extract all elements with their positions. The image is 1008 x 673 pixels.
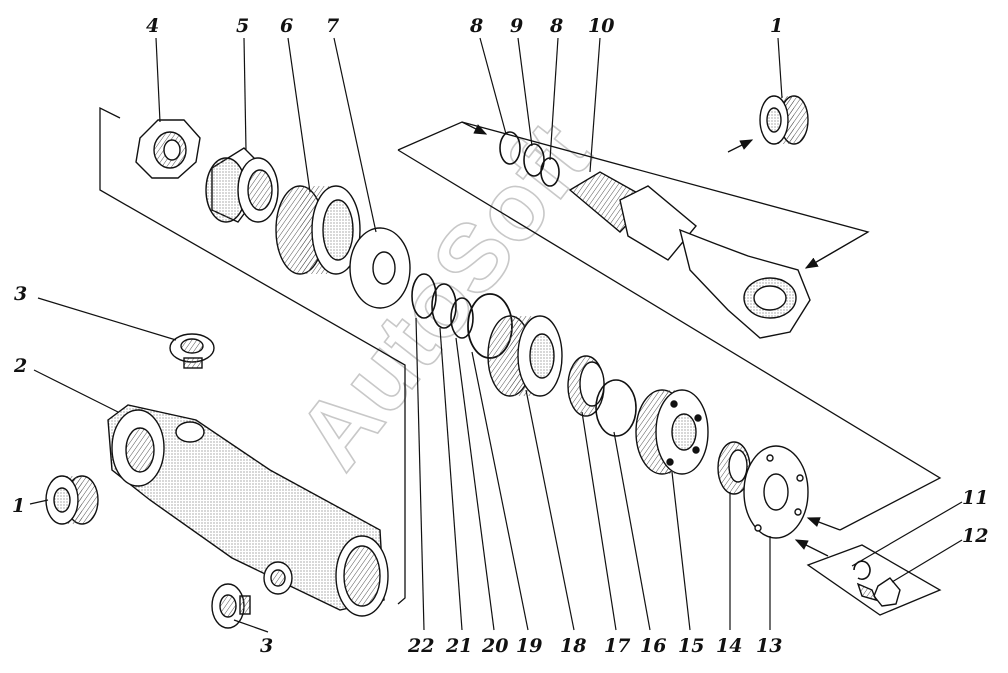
callout-6: 6	[280, 15, 293, 37]
callout-10: 10	[588, 15, 614, 37]
ring-9	[523, 143, 545, 177]
watermark: AutoSoft	[276, 102, 611, 489]
callout-13: 13	[756, 635, 782, 657]
ring-20	[450, 297, 474, 339]
part-5-bushing	[205, 147, 279, 223]
callout-2: 2	[13, 355, 27, 377]
part-11-lock-washer	[853, 560, 871, 580]
part-10-piston-rod	[568, 171, 811, 339]
callout-21: 21	[445, 635, 472, 657]
part-18-piston	[487, 315, 563, 397]
callout-3-upper: 3	[14, 283, 27, 305]
rings-22-21-20	[411, 273, 474, 339]
part-13-flange	[743, 445, 809, 539]
callout-9: 9	[510, 15, 523, 37]
part-14-wiper-seal	[717, 441, 751, 495]
part-6-threaded-sleeve	[275, 185, 361, 275]
callout-12: 12	[962, 525, 988, 547]
part-12-bolt	[856, 577, 901, 607]
callout-18: 18	[560, 635, 586, 657]
callout-22: 22	[407, 635, 434, 657]
callout-1-lower: 1	[12, 495, 25, 517]
arrow-to-flange-13	[806, 517, 841, 531]
callout-19: 19	[516, 635, 542, 657]
part-3-plug-lower	[211, 583, 251, 629]
callout-14: 14	[716, 635, 742, 657]
callout-5: 5	[236, 15, 249, 37]
callout-8-right: 8	[549, 15, 563, 37]
callout-7: 7	[326, 15, 339, 37]
part-1-bushing-lower	[45, 475, 99, 525]
callout-15: 15	[678, 635, 704, 657]
callout-4: 4	[146, 15, 159, 37]
callout-labels: 4 5 6 7 8 9 8 10 1 3 2 1 3 22 21 20 19 1…	[12, 15, 988, 657]
arrows	[461, 121, 869, 557]
callout-3-lower: 3	[260, 635, 273, 657]
part-1-bushing-top	[759, 95, 809, 145]
part-4-hex-nut	[135, 119, 201, 179]
callout-1-top: 1	[770, 15, 783, 37]
callout-16: 16	[640, 635, 666, 657]
arrow-to-rod-eye	[804, 231, 869, 269]
part-3-plug-upper	[169, 333, 215, 369]
ring-21	[431, 283, 457, 329]
ring-22	[411, 273, 437, 319]
part-15-cover-nut	[635, 389, 709, 475]
part-17-lip-seal	[567, 355, 605, 417]
callout-8-left: 8	[469, 15, 483, 37]
leader-lines	[29, 37, 963, 633]
callout-17: 17	[604, 635, 630, 657]
watermark-text: AutoSoft	[277, 103, 611, 488]
callout-11: 11	[962, 487, 988, 509]
arrow-to-seal-8	[461, 121, 488, 135]
part-2-cylinder-body	[107, 404, 389, 617]
arrow-to-bushing-1	[727, 139, 754, 153]
part-7-washer	[349, 227, 411, 309]
part-16-o-ring	[595, 379, 637, 437]
arrow-to-bolt-group	[794, 539, 829, 557]
callout-20: 20	[481, 635, 508, 657]
seal-8-a	[499, 131, 521, 165]
